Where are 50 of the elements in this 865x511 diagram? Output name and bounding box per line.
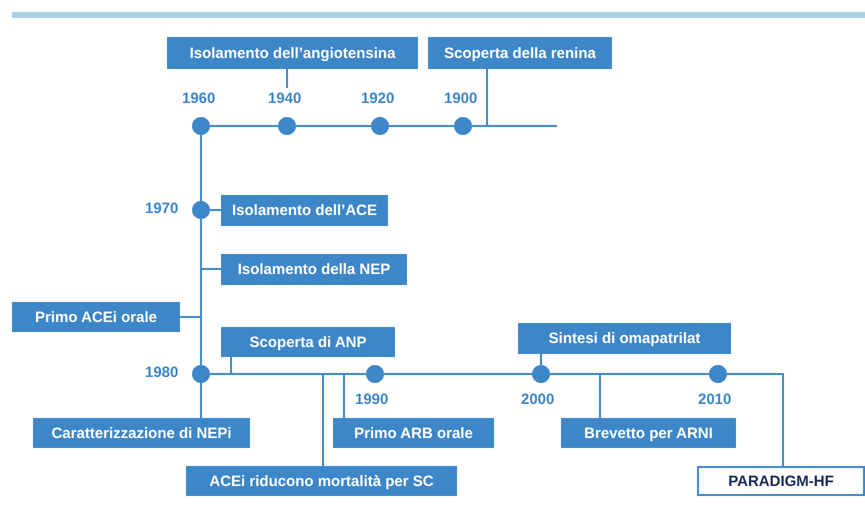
year-label: 1980 [145, 364, 178, 381]
year-label: 1970 [145, 200, 178, 217]
connector-line [486, 69, 488, 126]
year-label: 1900 [444, 90, 478, 107]
event-label: Sintesi di omapatrilat [518, 323, 731, 354]
timeline-segment [200, 135, 202, 201]
connector-line [322, 374, 324, 466]
timeline-segment [550, 373, 709, 375]
connector-line [286, 69, 288, 88]
year-label: 2000 [521, 391, 554, 408]
connector-line [201, 268, 221, 270]
timeline-segment [210, 373, 366, 375]
connector-line [727, 373, 784, 466]
connector-line [230, 357, 232, 374]
timeline-dot [192, 365, 210, 383]
timeline-dot [278, 117, 296, 135]
timeline-dot [192, 117, 210, 135]
year-label: 1990 [355, 391, 388, 408]
timeline-segment [210, 125, 278, 127]
year-label: 1920 [361, 90, 394, 107]
timeline-segment [384, 373, 532, 375]
timeline-dot [454, 117, 472, 135]
event-label: Scoperta di ANP [221, 327, 395, 357]
timeline-dot [192, 201, 210, 219]
event-label: Primo ARB orale [333, 418, 494, 448]
connector-line [210, 209, 221, 211]
connector-line [343, 374, 345, 418]
connector-line [180, 316, 201, 318]
year-label: 1960 [182, 90, 216, 107]
event-label: Caratterizzazione di NEPi [33, 418, 250, 448]
event-label: PARADIGM-HF [697, 466, 865, 496]
timeline-segment [389, 125, 454, 127]
event-label: Primo ACEi orale [12, 302, 180, 332]
timeline-dot [532, 365, 550, 383]
timeline-dot [371, 117, 389, 135]
event-label: Isolamento della NEP [221, 254, 407, 285]
timeline-segment [200, 219, 202, 365]
timeline-dot [709, 365, 727, 383]
year-label: 2010 [698, 391, 732, 408]
connector-line [200, 383, 202, 418]
timeline-segment [296, 125, 371, 127]
connector-line [540, 354, 542, 365]
event-label: Scoperta della renina [428, 37, 612, 69]
event-label: ACEi riducono mortalità per SC [186, 466, 457, 496]
event-label: Isolamento dell’angiotensina [167, 37, 418, 69]
timeline-dot [366, 365, 384, 383]
connector-line [599, 374, 601, 418]
year-label: 1940 [268, 90, 302, 107]
event-label: Brevetto per ARNI [561, 418, 736, 448]
event-label: Isolamento dell’ACE [221, 195, 388, 226]
